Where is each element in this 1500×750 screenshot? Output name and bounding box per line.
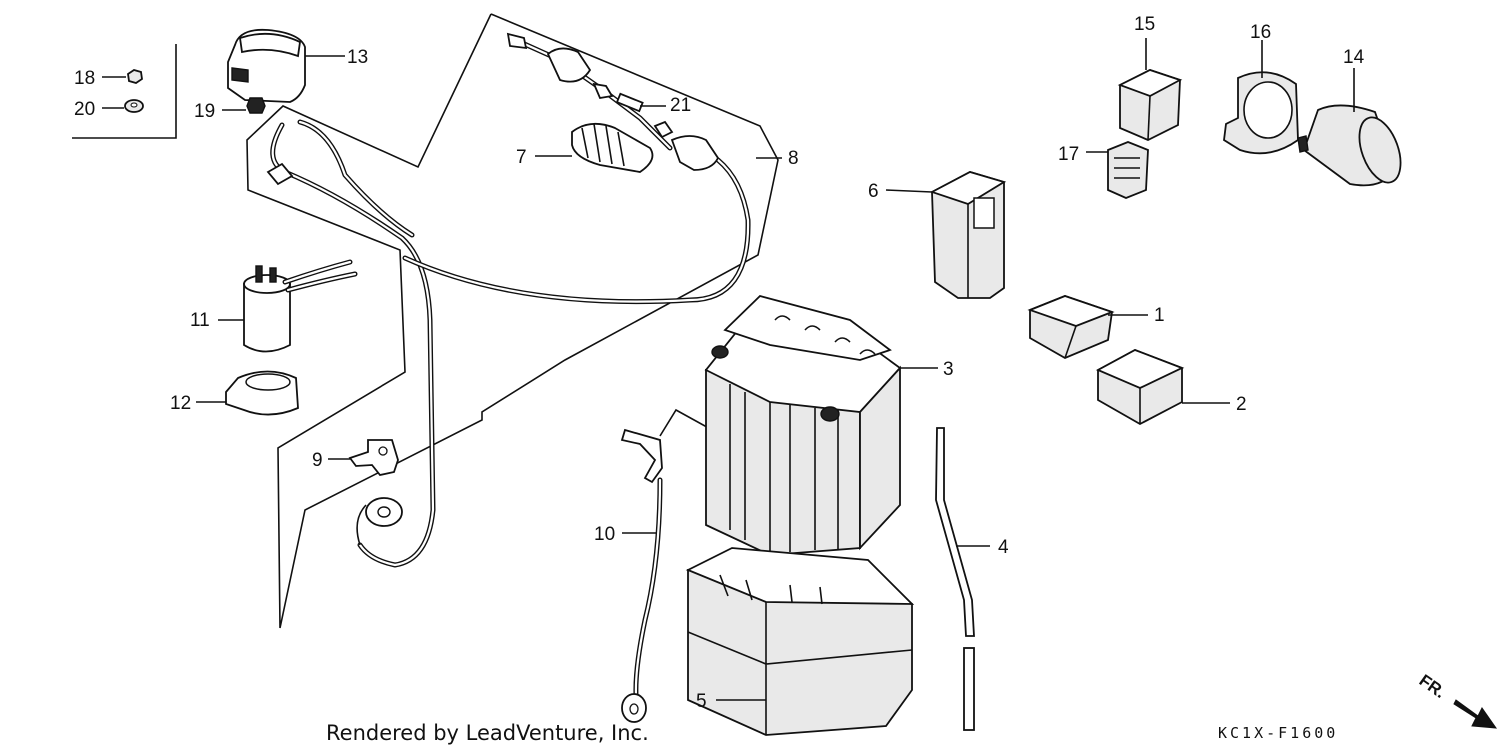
front-direction-indicator: FR. bbox=[1416, 671, 1498, 729]
callout-4: 4 bbox=[998, 537, 1009, 558]
callout-14: 14 bbox=[1343, 47, 1365, 68]
terminal-clip-part[interactable] bbox=[328, 439, 399, 476]
relay-mount-band-part[interactable] bbox=[1223, 40, 1299, 155]
callout-17: 17 bbox=[1058, 144, 1079, 165]
battery-cover-block-part[interactable] bbox=[1095, 349, 1230, 426]
callout-2: 2 bbox=[1236, 394, 1247, 415]
battery-cover-small-part[interactable] bbox=[1027, 295, 1148, 360]
callout-15: 15 bbox=[1134, 14, 1155, 35]
fuse-holder-cover-part[interactable] bbox=[535, 122, 654, 173]
front-arrow-icon bbox=[1453, 699, 1498, 729]
breather-tube-part[interactable] bbox=[935, 427, 990, 731]
callout-19: 19 bbox=[194, 101, 215, 122]
callout-9: 9 bbox=[312, 450, 323, 471]
battery-part[interactable] bbox=[704, 294, 938, 556]
relay-cover-part[interactable] bbox=[227, 28, 345, 103]
starter-relay-part[interactable] bbox=[218, 259, 358, 353]
diagram-code: KC1X-F1600 bbox=[1218, 724, 1338, 742]
battery-case-part[interactable] bbox=[685, 547, 915, 736]
grommet-part[interactable] bbox=[222, 97, 266, 114]
nut-part[interactable] bbox=[102, 69, 143, 84]
connector-part[interactable] bbox=[1086, 141, 1149, 199]
callout-13: 13 bbox=[347, 47, 368, 68]
washer-part[interactable] bbox=[102, 99, 144, 113]
fuse-part[interactable] bbox=[615, 92, 666, 113]
relay-bracket-part[interactable] bbox=[196, 370, 299, 416]
callout-5: 5 bbox=[696, 691, 707, 712]
callout-20: 20 bbox=[74, 99, 95, 120]
callout-1: 1 bbox=[1154, 305, 1165, 326]
credit-text: Rendered by LeadVenture, Inc. bbox=[326, 721, 649, 745]
turn-signal-relay-part[interactable] bbox=[1297, 68, 1409, 188]
callout-10: 10 bbox=[594, 524, 615, 545]
callout-21: 21 bbox=[670, 95, 691, 116]
relay-unit-part[interactable] bbox=[1117, 38, 1183, 141]
cover-boot-part[interactable] bbox=[885, 171, 1007, 299]
callout-8: 8 bbox=[788, 148, 799, 169]
callout-18: 18 bbox=[74, 68, 95, 89]
callout-labels: 18 20 19 13 21 7 8 11 12 9 10 3 5 4 6 1 … bbox=[74, 14, 1365, 712]
group-frame-wire-harness bbox=[246, 13, 779, 629]
callout-11: 11 bbox=[190, 310, 210, 331]
callout-6: 6 bbox=[868, 181, 879, 202]
group-frame-18-20 bbox=[72, 44, 177, 139]
callout-12: 12 bbox=[170, 393, 191, 414]
callout-7: 7 bbox=[516, 147, 527, 168]
front-direction-label: FR. bbox=[1416, 671, 1449, 702]
fuse-wire-harness-part[interactable] bbox=[266, 32, 782, 568]
callout-16: 16 bbox=[1250, 22, 1271, 43]
callout-3: 3 bbox=[943, 359, 954, 380]
